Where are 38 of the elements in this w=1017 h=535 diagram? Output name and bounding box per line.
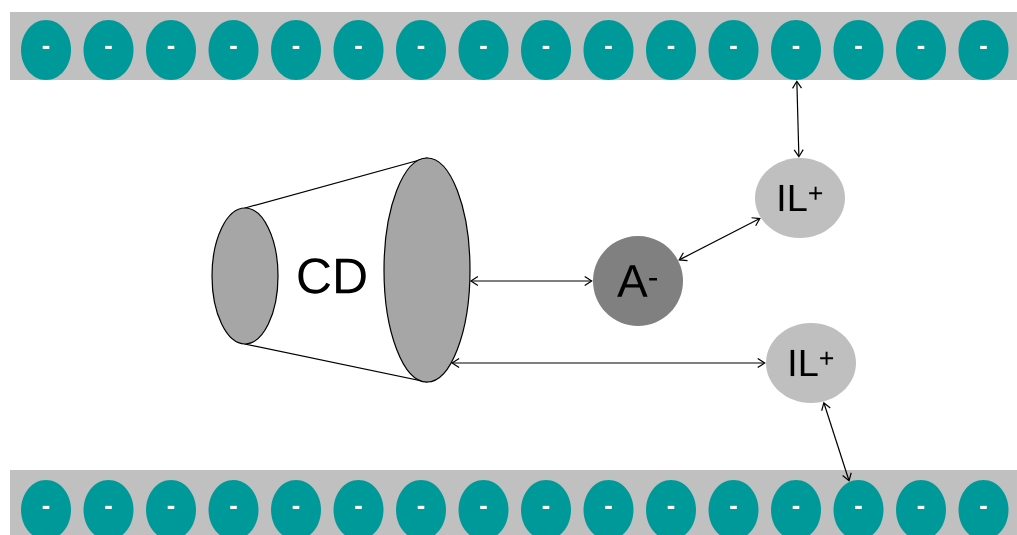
charge-bead: - <box>583 480 634 535</box>
charge-bead: - <box>771 20 821 80</box>
charge-bead: - <box>21 480 71 535</box>
charge-bead: - <box>271 20 321 80</box>
charge-bead: - <box>271 480 321 535</box>
charge-bead: - <box>583 20 634 80</box>
charge-bead: - <box>146 20 196 80</box>
charge-bead: - <box>396 20 446 80</box>
charge-bead: - <box>646 20 696 80</box>
charge-bead: - <box>708 480 759 535</box>
cone: CD <box>211 157 471 383</box>
arrow <box>821 401 852 482</box>
charge-bead: - <box>146 480 196 535</box>
charge-bead: - <box>21 20 71 80</box>
charge-bead: - <box>83 480 134 535</box>
charge-bead: - <box>958 480 1009 535</box>
charge-bead: - <box>833 480 884 535</box>
charge-bead: - <box>521 480 571 535</box>
charge-bead: - <box>83 20 134 80</box>
charge-bead: - <box>458 20 509 80</box>
charge-bead: - <box>396 480 446 535</box>
charge-bead: - <box>208 20 259 80</box>
charge-bead: - <box>458 480 509 535</box>
arrow <box>791 80 804 158</box>
charge-bead: - <box>896 20 946 80</box>
charge-bead: - <box>708 20 759 80</box>
charge-bead: - <box>833 20 884 80</box>
charge-bead: - <box>521 20 571 80</box>
charge-bead: - <box>958 20 1009 80</box>
charge-bead: - <box>208 480 259 535</box>
charge-bead: - <box>646 480 696 535</box>
charge-bead: - <box>333 20 384 80</box>
arrow <box>678 217 761 262</box>
charge-bead: - <box>333 480 384 535</box>
arrow <box>451 357 766 369</box>
charge-bead: - <box>896 480 946 535</box>
charge-bead: - <box>771 480 821 535</box>
arrow <box>469 275 593 287</box>
